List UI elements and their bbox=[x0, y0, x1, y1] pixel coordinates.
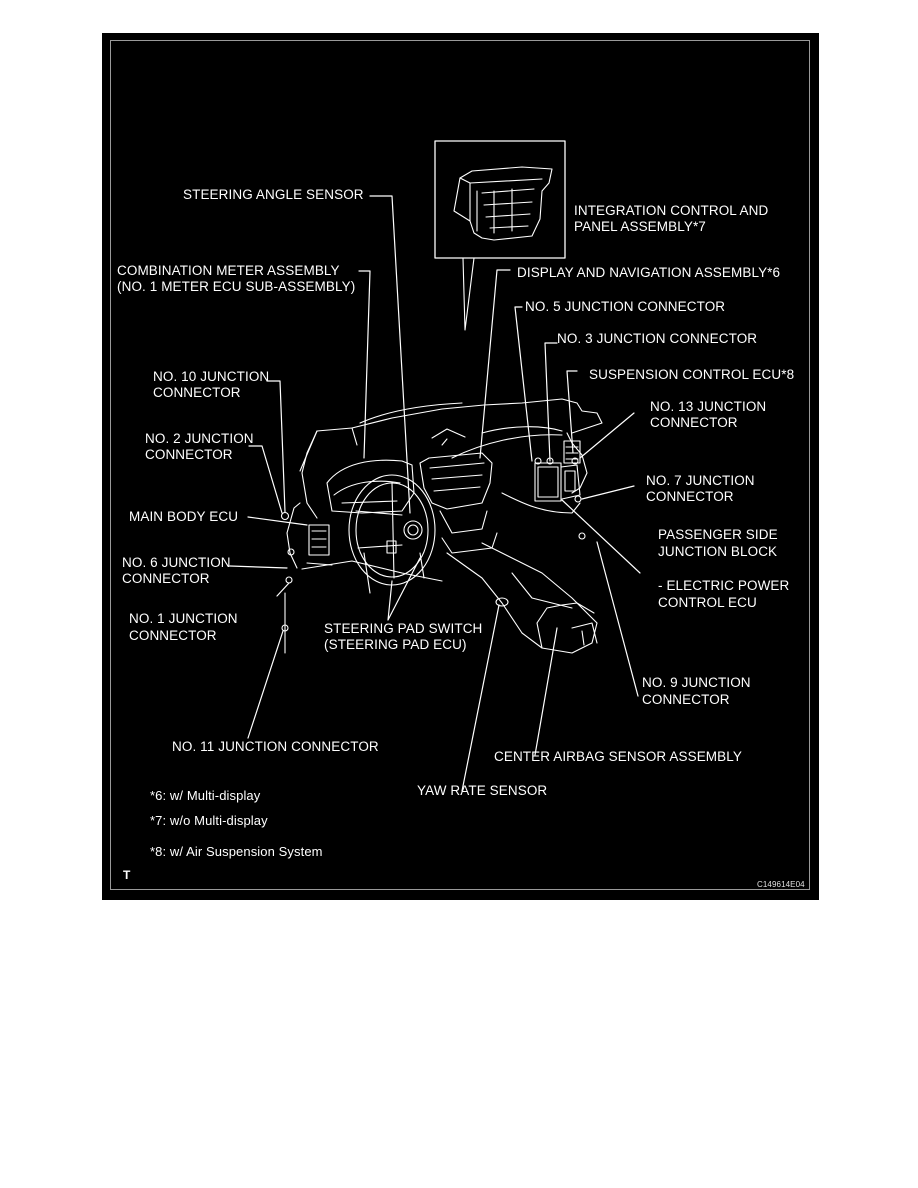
integration-panel-inset bbox=[434, 140, 566, 331]
label-no6-line1: NO. 6 JUNCTION bbox=[122, 555, 231, 570]
label-electric-power-line2: CONTROL ECU bbox=[658, 595, 757, 610]
label-steering-pad-line2: (STEERING PAD ECU) bbox=[324, 637, 467, 652]
label-yaw-rate: YAW RATE SENSOR bbox=[417, 783, 548, 798]
label-no2-line2: CONNECTOR bbox=[145, 447, 233, 462]
label-main-body-ecu: MAIN BODY ECU bbox=[129, 509, 239, 524]
note-multi-display: *6: w/ Multi-display bbox=[150, 788, 261, 803]
label-passenger-jb-line1: PASSENGER SIDE bbox=[658, 527, 778, 542]
label-no6-line2: CONNECTOR bbox=[122, 571, 210, 586]
label-no10-line1: NO. 10 JUNCTION bbox=[153, 369, 270, 384]
label-no10-line2: CONNECTOR bbox=[153, 385, 241, 400]
dashboard-body bbox=[280, 398, 603, 654]
dashboard-illustration bbox=[229, 140, 641, 792]
note-without-multi-display: *7: w/o Multi-display bbox=[150, 813, 268, 828]
label-center-airbag: CENTER AIRBAG SENSOR ASSEMBLY bbox=[494, 749, 742, 764]
label-no13-line1: NO. 13 JUNCTION bbox=[650, 399, 767, 414]
label-suspension-ecu: SUSPENSION CONTROL ECU*8 bbox=[589, 367, 795, 382]
label-integration-control-line2: PANEL ASSEMBLY*7 bbox=[574, 219, 706, 234]
label-steering-pad-line1: STEERING PAD SWITCH bbox=[324, 621, 483, 636]
label-steering-angle-sensor: STEERING ANGLE SENSOR bbox=[183, 187, 364, 202]
label-combination-meter-line2: (NO. 1 METER ECU SUB-ASSEMBLY) bbox=[117, 279, 356, 294]
corner-mark: T bbox=[123, 868, 131, 882]
label-no1-line1: NO. 1 JUNCTION bbox=[129, 611, 238, 626]
label-no1-line2: CONNECTOR bbox=[129, 628, 217, 643]
diagram-frame bbox=[110, 40, 810, 890]
label-no3-junction: NO. 3 JUNCTION CONNECTOR bbox=[557, 331, 758, 346]
figure-code: C149614E04 bbox=[757, 880, 805, 889]
label-electric-power-line1: - ELECTRIC POWER bbox=[658, 578, 790, 593]
label-no2-line1: NO. 2 JUNCTION bbox=[145, 431, 254, 446]
label-no13-line2: CONNECTOR bbox=[650, 415, 738, 430]
leader-lines bbox=[229, 195, 641, 792]
label-no5-junction: NO. 5 JUNCTION CONNECTOR bbox=[525, 299, 726, 314]
label-passenger-jb-line2: JUNCTION BLOCK bbox=[658, 544, 778, 559]
label-no9-line2: CONNECTOR bbox=[642, 692, 730, 707]
note-air-suspension: *8: w/ Air Suspension System bbox=[150, 844, 323, 859]
diagram-panel: STEERING ANGLE SENSOR INTEGRATION CONTRO… bbox=[102, 33, 819, 900]
label-display-navigation: DISPLAY AND NAVIGATION ASSEMBLY*6 bbox=[517, 265, 781, 280]
label-combination-meter-line1: COMBINATION METER ASSEMBLY bbox=[117, 263, 340, 278]
label-no7-line2: CONNECTOR bbox=[646, 489, 734, 504]
label-integration-control-line1: INTEGRATION CONTROL AND bbox=[574, 203, 769, 218]
label-no11-junction: NO. 11 JUNCTION CONNECTOR bbox=[172, 739, 379, 754]
label-no9-line1: NO. 9 JUNCTION bbox=[642, 675, 751, 690]
label-no7-line1: NO. 7 JUNCTION bbox=[646, 473, 755, 488]
